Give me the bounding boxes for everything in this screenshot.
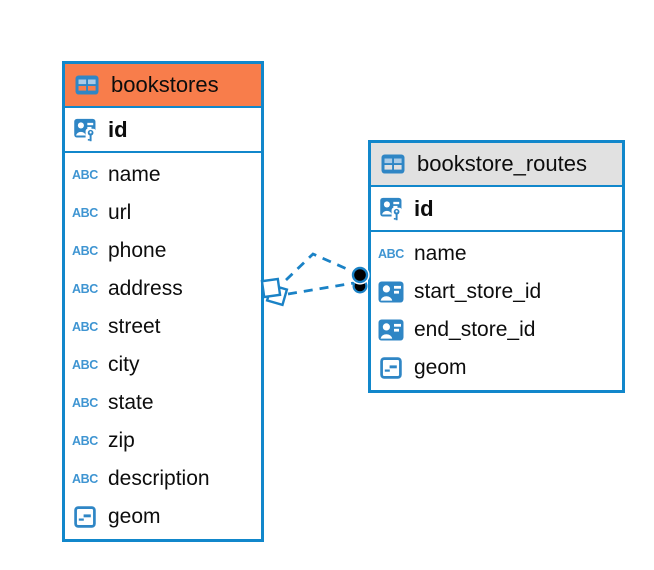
field-name: start_store_id [414,280,542,303]
relationship-line[interactable] [285,252,357,282]
field-name: street [108,315,161,338]
text-type-icon: ABC [378,246,404,262]
field-name: phone [108,239,167,262]
relationship-line[interactable] [287,281,355,296]
table-row[interactable]: ABC description [65,460,261,498]
text-type-icon: ABC [72,471,98,487]
table-icon [378,154,408,174]
table-name: bookstore_routes [417,151,587,176]
field-name: url [108,201,132,224]
field-name: geom [108,505,161,528]
filled-circle-marker[interactable] [350,265,370,294]
primary-key-icon [70,116,100,144]
table-bookstore-routes[interactable]: bookstore_routes id [368,140,625,393]
relationship-connector[interactable] [250,236,380,318]
geometry-type-icon [70,506,100,528]
field-list: ABC name ABC url ABC phone ABC address A… [65,153,261,539]
field-name: name [108,163,161,186]
text-type-icon: ABC [72,167,98,183]
field-name: id [108,116,128,142]
table-row[interactable]: ABC city [65,346,261,384]
text-type-icon: ABC [72,433,98,449]
table-row[interactable]: id [371,187,622,232]
text-type-icon: ABC [72,319,98,335]
table-row[interactable]: id [65,108,261,153]
table-row[interactable]: ABC name [65,156,261,194]
field-name: id [414,195,434,221]
text-type-icon: ABC [72,243,98,259]
primary-key-icon [376,195,406,223]
text-type-icon: ABC [72,281,98,297]
field-name: zip [108,429,135,452]
field-name: address [108,277,183,300]
table-row[interactable]: ABC state [65,384,261,422]
field-name: end_store_id [414,318,536,341]
table-row[interactable]: ABC zip [65,422,261,460]
field-name: description [108,467,210,490]
reference-type-icon [376,281,406,303]
table-row[interactable]: end_store_id [371,311,622,349]
field-list: ABC name start_store_id [371,232,622,390]
stacked-squares-marker[interactable] [260,277,289,307]
table-row[interactable]: ABC street [65,308,261,346]
field-name: state [108,391,154,414]
table-header-bookstore-routes[interactable]: bookstore_routes [371,143,622,187]
text-type-icon: ABC [72,205,98,221]
table-row[interactable]: ABC address [65,270,261,308]
field-name: city [108,353,140,376]
table-name: bookstores [111,72,219,97]
table-bookstores[interactable]: bookstores id A [62,61,264,542]
reference-type-icon [376,319,406,341]
field-name: name [414,242,467,265]
text-type-icon: ABC [72,357,98,373]
table-row[interactable]: start_store_id [371,273,622,311]
table-header-bookstores[interactable]: bookstores [65,64,261,108]
table-row[interactable]: ABC url [65,194,261,232]
table-row[interactable]: geom [371,349,622,387]
table-row[interactable]: ABC name [371,235,622,273]
field-name: geom [414,356,467,379]
table-row[interactable]: ABC phone [65,232,261,270]
geometry-type-icon [376,357,406,379]
table-row[interactable]: geom [65,498,261,536]
text-type-icon: ABC [72,395,98,411]
table-icon [72,75,102,95]
